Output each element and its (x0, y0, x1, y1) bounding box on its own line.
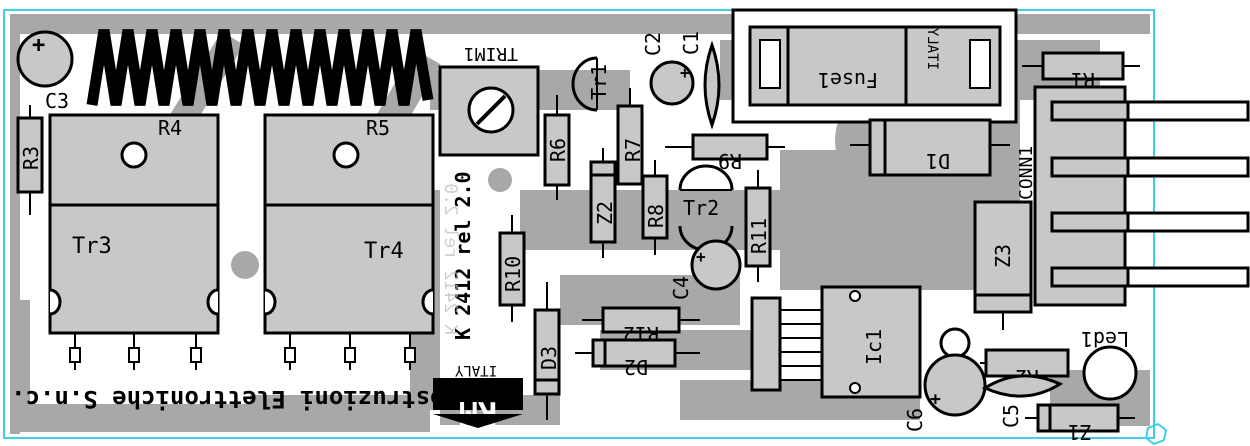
board-ref-text: K 2412 rel 2.0 (451, 171, 475, 340)
resistor-r9: R9 (665, 133, 785, 173)
svg-text:+: + (930, 389, 941, 410)
capacitor-c1: C1 (679, 31, 721, 130)
label-tr2: Tr2 (683, 196, 719, 220)
label-z2: Z2 (593, 201, 617, 225)
ic-ic1: Ic1 (750, 285, 922, 399)
label-r7: R7 (621, 138, 645, 162)
label-r10: R10 (501, 256, 525, 292)
label-fuse1: Fuse1 (818, 68, 878, 92)
capacitor-c6: + C6 (903, 327, 987, 432)
resistor-r10: R10 (498, 215, 526, 322)
label-z3: Z3 (991, 244, 1015, 268)
label-d1: D1 (926, 149, 950, 173)
label-r11: R11 (747, 218, 771, 254)
board-reference: K 2412 rel 2.0 K 2412 rel 2.0 (440, 171, 475, 340)
transistor-tr1: Tr1 (571, 56, 611, 112)
label-led1: Led1 (1081, 327, 1129, 351)
zener-z2: Z2 (589, 148, 617, 258)
label-r4: R4 (158, 116, 182, 140)
label-c6: C6 (903, 408, 927, 432)
label-c4: C4 (669, 276, 693, 300)
led-led1: Led1 (1081, 327, 1138, 401)
label-r9: R9 (718, 149, 742, 173)
resistor-r11: R11 (744, 170, 772, 282)
diode-d3: D3 (533, 282, 561, 420)
svg-text:+: + (680, 63, 690, 82)
label-tr3: Tr3 (72, 234, 112, 259)
label-c3: C3 (45, 89, 69, 113)
zener-z1: Z1 (1025, 403, 1135, 444)
label-d3: D3 (537, 346, 561, 370)
resistor-r7: R7 (616, 88, 645, 186)
diode-d1: D1 (850, 118, 1010, 177)
label-r5: R5 (366, 116, 390, 140)
company-name: Costruzioni Elettroniche S.n.c. (11, 385, 459, 413)
label-r8: R8 (644, 204, 668, 228)
capacitor-c4: + C4 (669, 239, 742, 300)
resistor-r6: R6 (543, 95, 571, 200)
label-tr4: Tr4 (364, 239, 404, 264)
resistor-r8: R8 (641, 160, 669, 255)
brand-sub: ITALY (454, 362, 497, 378)
transistor-tr3: R4 Tr3 (48, 113, 220, 370)
label-z1: Z1 (1068, 420, 1092, 444)
connector-conn1: CONN1 (1016, 85, 1250, 307)
label-c5: C5 (999, 404, 1023, 428)
zener-z3: Z3 (973, 200, 1033, 330)
zigzag-resistors (86, 29, 434, 106)
label-trim1: TRIM1 (464, 43, 518, 64)
label-tr1: Tr1 (587, 64, 611, 100)
capacitor-c5: C5 (981, 374, 1064, 428)
resistor-r3: R3 (16, 105, 44, 215)
rm-logo: RM ITALY (433, 362, 523, 432)
trimmer-trim1: TRIM1 (438, 43, 540, 157)
svg-text:+: + (32, 33, 45, 58)
label-r3: R3 (19, 146, 43, 170)
label-c1: C1 (679, 31, 703, 55)
transistor-tr4: R5 Tr4 (263, 113, 435, 370)
label-conn1: CONN1 (1016, 146, 1037, 200)
company-branding: Costruzioni Elettroniche S.n.c. RM ITALY (11, 362, 523, 432)
label-d2: D2 (624, 355, 648, 379)
fuse-note: ITALY (924, 27, 940, 70)
diode-d2: D2 (575, 338, 700, 379)
label-c2: C2 (641, 32, 665, 56)
capacitor-c2: + C2 (641, 32, 695, 106)
board-ref-mirror: K 2412 rel 2.0 (440, 183, 461, 335)
capacitor-c3: + C3 (16, 30, 74, 113)
svg-text:+: + (696, 247, 706, 266)
label-ic1: Ic1 (862, 329, 886, 365)
label-r6: R6 (546, 138, 570, 162)
corner-marker (1144, 422, 1168, 446)
fuse-fuse1: Fuse1 ITALY (731, 8, 1018, 124)
